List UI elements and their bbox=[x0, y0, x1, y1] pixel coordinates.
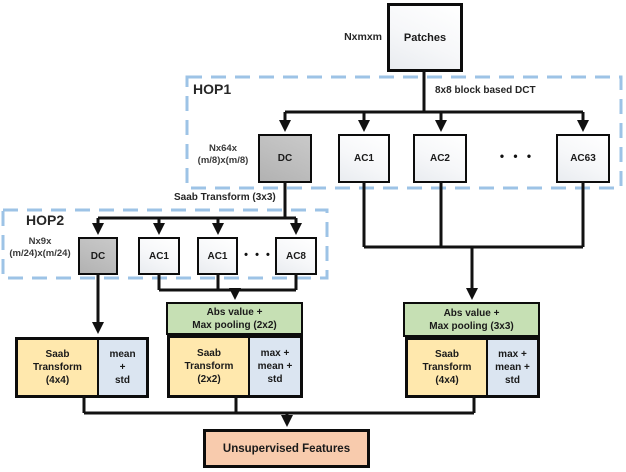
hop1-title: HOP1 bbox=[193, 81, 232, 97]
pooling-2x2-line2: Max pooling (2x2) bbox=[192, 319, 277, 331]
hop2-transform-label: Saab Transform (3x3) bbox=[174, 192, 276, 203]
hop2-node-ac1b: AC1 bbox=[197, 237, 238, 275]
saab-line3: (2x2) bbox=[197, 374, 221, 385]
pooling-box-2x2: Abs value + Max pooling (2x2) bbox=[166, 302, 303, 335]
hop2-title: HOP2 bbox=[26, 212, 65, 228]
hop1-node-ac2: AC2 bbox=[413, 134, 467, 183]
max-mean-std-cell: max + mean + std bbox=[250, 338, 300, 395]
pooling-3x3-line1: Abs value + bbox=[443, 307, 500, 319]
hop2-dim-label: Nx9x (m/24)x(m/24) bbox=[0, 236, 80, 260]
saab-line2: Transform bbox=[422, 362, 472, 373]
saab-transform-2x2-cell: Saab Transform (2x2) bbox=[170, 338, 250, 395]
saab-line2: Transform bbox=[33, 362, 82, 373]
agg-line2: mean + bbox=[495, 362, 530, 373]
hop1-dim-label: Nx64x (m/8)x(m/8) bbox=[188, 143, 258, 167]
hop2-dim-line2: (m/24)x(m/24) bbox=[9, 248, 71, 259]
agg-line1: max + bbox=[260, 348, 290, 359]
input-dim-label: Nxmxm bbox=[344, 31, 382, 43]
saab-line1: Saab bbox=[45, 349, 70, 360]
hop1-node-ac1: AC1 bbox=[338, 134, 390, 183]
agg-line3: std bbox=[267, 374, 283, 385]
feature-block-left: Saab Transform (4x4) mean + std bbox=[15, 337, 149, 398]
saab-transform-4x4-cell: Saab Transform (4x4) bbox=[18, 340, 99, 395]
hop1-node-ac63: AC63 bbox=[556, 134, 610, 183]
patches-box: Patches bbox=[387, 3, 463, 72]
saab-line1: Saab bbox=[197, 348, 221, 359]
mean-std-cell: mean + std bbox=[99, 340, 146, 395]
hop2-node-dc: DC bbox=[78, 237, 118, 275]
agg-line3: std bbox=[505, 375, 520, 386]
agg-line1: mean bbox=[109, 349, 136, 360]
pooling-box-3x3: Abs value + Max pooling (3x3) bbox=[403, 302, 540, 337]
agg-line2: mean + bbox=[257, 361, 293, 372]
feature-block-right: Saab Transform (4x4) max + mean + std bbox=[405, 337, 540, 398]
unsupervised-features-box: Unsupervised Features bbox=[203, 429, 370, 468]
saab-line1: Saab bbox=[435, 349, 459, 360]
hop1-ellipsis: • • • bbox=[499, 149, 535, 163]
hop1-dim-line1: Nx64x bbox=[209, 143, 237, 154]
hop2-dim-line1: Nx9x bbox=[28, 236, 52, 247]
feature-block-mid: Saab Transform (2x2) max + mean + std bbox=[167, 335, 303, 398]
agg-line1: max + bbox=[498, 349, 527, 360]
hop1-node-dc: DC bbox=[258, 134, 312, 183]
hop2-node-ac1a: AC1 bbox=[138, 237, 180, 275]
agg-line3: std bbox=[115, 375, 130, 386]
hop2-ellipsis: • • • bbox=[244, 249, 272, 261]
hop1-transform-label: 8x8 block based DCT bbox=[435, 85, 536, 96]
saab-line3: (4x4) bbox=[45, 375, 70, 386]
pooling-2x2-line1: Abs value + bbox=[206, 306, 263, 318]
saab-line2: Transform bbox=[184, 361, 234, 372]
hop2-node-ac8: AC8 bbox=[275, 237, 317, 275]
max-mean-std-cell: max + mean + std bbox=[488, 340, 537, 395]
saab-transform-4x4-cell: Saab Transform (4x4) bbox=[408, 340, 488, 395]
pooling-3x3-line2: Max pooling (3x3) bbox=[429, 320, 514, 332]
hop1-dim-line2: (m/8)x(m/8) bbox=[197, 155, 249, 166]
saab-line3: (4x4) bbox=[435, 375, 459, 386]
agg-line2: + bbox=[119, 362, 126, 373]
